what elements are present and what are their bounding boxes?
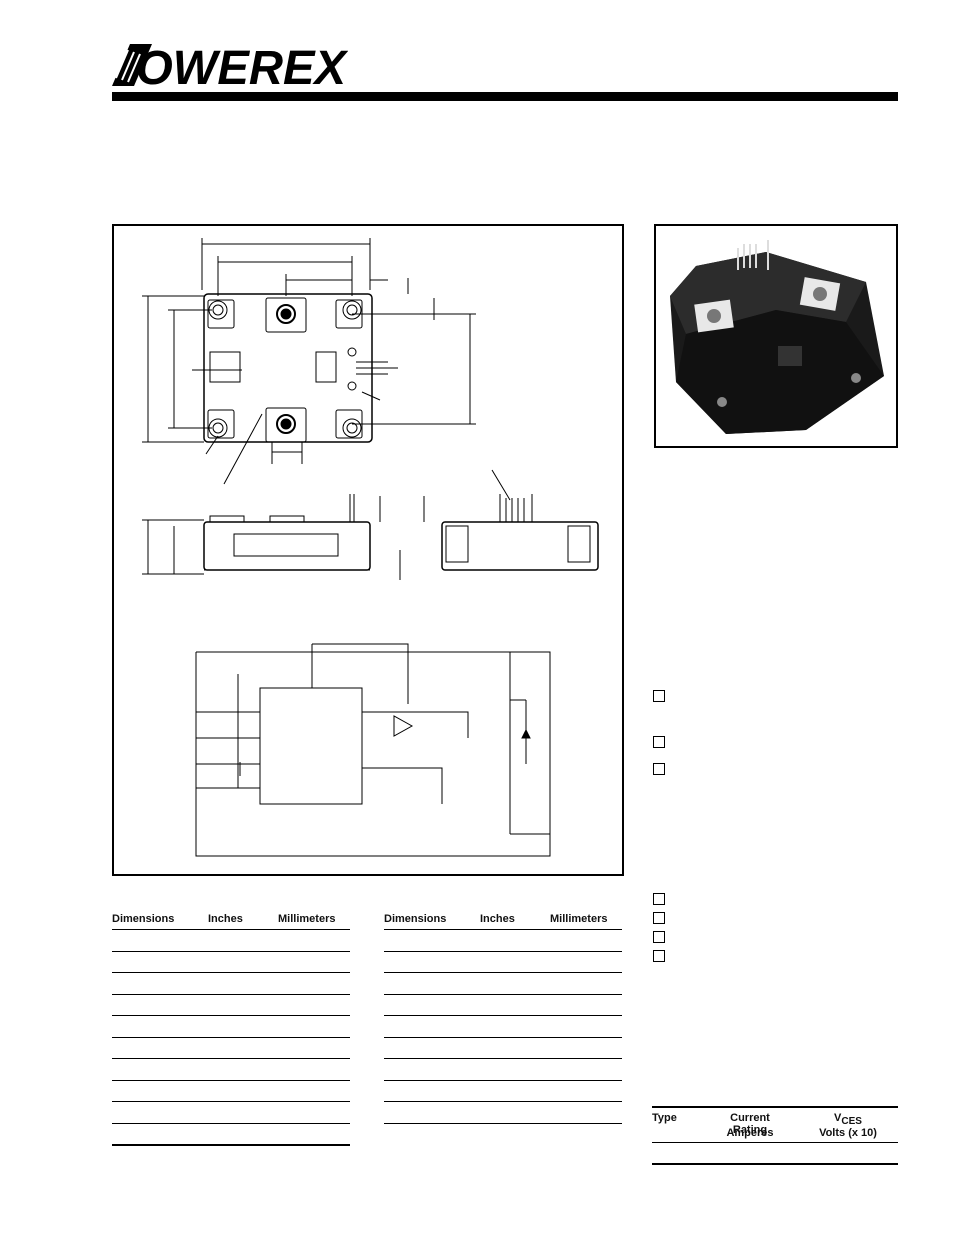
ordering-table-top-rule — [652, 1106, 898, 1108]
table-row — [384, 1080, 622, 1102]
table-row — [112, 972, 350, 995]
header-rule — [112, 92, 898, 101]
checkbox-feature-1 — [653, 893, 665, 905]
col-inches: Inches — [480, 912, 550, 930]
table-row — [384, 1037, 622, 1059]
col-dimensions: Dimensions — [384, 912, 480, 930]
col-millimeters: Millimeters — [550, 912, 622, 930]
table-row — [112, 1123, 350, 1146]
powerex-logo: POWEREX OWEREX — [112, 42, 348, 90]
table-row — [112, 929, 350, 952]
table-row — [384, 994, 622, 1016]
table-row — [112, 994, 350, 1016]
checkbox-description-3 — [653, 763, 665, 775]
dimensions-table-2: Dimensions Inches Millimeters — [384, 912, 622, 1124]
ordering-col-vces: VCES — [818, 1112, 878, 1127]
table-row — [112, 1058, 350, 1081]
table-row — [384, 1015, 622, 1038]
checkbox-description-1 — [653, 690, 665, 702]
checkbox-description-2 — [653, 736, 665, 748]
vces-symbol: V — [834, 1112, 842, 1124]
ordering-col-vces-unit: Volts (x 10) — [819, 1127, 877, 1139]
svg-text:OWEREX: OWEREX — [136, 42, 348, 90]
table-row — [112, 951, 350, 973]
ordering-table-bottom-rule — [652, 1163, 898, 1165]
outline-drawing-panel — [112, 224, 624, 876]
vces-subscript: CES — [841, 1116, 862, 1128]
checkbox-feature-4 — [653, 950, 665, 962]
outline-drawing — [142, 238, 599, 857]
checkbox-feature-2 — [653, 912, 665, 924]
ordering-col-type: Type — [652, 1112, 677, 1124]
dimensions-table-1: Dimensions Inches Millimeters — [112, 912, 350, 1146]
table-row — [384, 972, 622, 995]
igbt-module-photo — [670, 240, 884, 434]
table-row — [384, 1058, 622, 1081]
table-row — [112, 1080, 350, 1102]
ordering-table-header-rule — [652, 1142, 898, 1143]
ordering-col-current-unit: Amperes — [726, 1127, 774, 1139]
col-millimeters: Millimeters — [278, 912, 350, 930]
col-inches: Inches — [208, 912, 278, 930]
table-row — [112, 1101, 350, 1124]
table-row — [112, 1015, 350, 1038]
table-row — [112, 1037, 350, 1059]
table-row — [384, 1101, 622, 1124]
ordering-col-current: Current Rating — [730, 1112, 770, 1136]
col-dimensions: Dimensions — [112, 912, 208, 930]
table-row — [384, 951, 622, 973]
table-row — [384, 929, 622, 952]
checkbox-feature-3 — [653, 931, 665, 943]
